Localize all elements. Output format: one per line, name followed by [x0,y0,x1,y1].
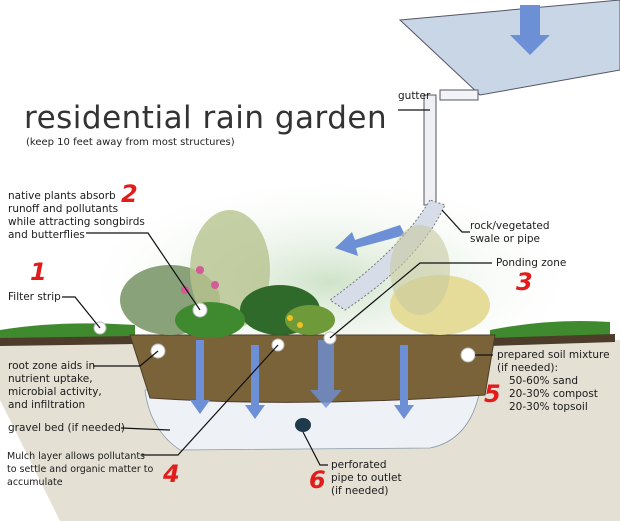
label-line: microbial activity, [8,386,102,398]
label-swale: rock/vegetated swale or pipe [470,220,550,246]
label-line: (if needed): [497,362,559,374]
number-3: 3 [516,268,533,296]
number-5: 5 [484,380,501,408]
rain-arrow-icon [510,5,550,55]
label-line: (if needed) [331,485,389,497]
label-line: 20-30% compost [509,388,598,400]
label-line: swale or pipe [470,233,540,245]
label-pipe: perforated pipe to outlet (if needed) [331,459,402,498]
label-line: and infiltration [8,399,86,411]
label-root-zone: root zone aids in nutrient uptake, micro… [8,360,102,412]
label-line: Mulch layer allows pollutants [7,451,146,462]
label-ponding-zone: Ponding zone [496,257,567,269]
label-line: native plants absorb [8,190,116,202]
gutter-downspout [398,0,620,206]
flow-arrow-icon [335,225,405,256]
label-filter-strip: Filter strip [8,291,61,303]
infiltration-arrows [190,340,414,419]
label-line: to settle and organic matter to [7,464,154,475]
callout-dots [93,302,476,363]
number-4: 4 [163,460,180,488]
label-line: and butterflies [8,229,85,241]
label-gutter: gutter [398,90,431,102]
label-line: nutrient uptake, [8,373,93,385]
label-line: rock/vegetated [470,220,550,232]
label-mulch: Mulch layer allows pollutants to settle … [7,450,153,489]
label-line: prepared soil mixture [497,349,610,361]
perforated-pipe [295,418,311,432]
label-line: perforated [331,459,387,471]
plants [120,210,490,338]
label-line: 50-60% sand [509,375,579,387]
label-soil-mixture: prepared soil mixture (if needed): 50-60… [497,349,610,414]
diagram-title: residential rain garden [24,100,388,136]
number-1: 1 [30,258,47,286]
label-line: runoff and pollutants [8,203,119,215]
label-line: accumulate [7,477,63,488]
number-2: 2 [121,180,138,208]
label-line: 20-30% topsoil [509,401,588,413]
label-line: root zone aids in [8,360,96,372]
label-native-plants: native plants absorb runoff and pollutan… [8,190,145,242]
diagram-subtitle: (keep 10 feet away from most structures) [26,137,235,148]
number-6: 6 [309,466,326,494]
label-line: while attracting songbirds [8,216,145,228]
leader-lines [62,109,493,466]
label-line: pipe to outlet [331,472,402,484]
label-gravel-bed: gravel bed (if needed) [8,422,125,434]
